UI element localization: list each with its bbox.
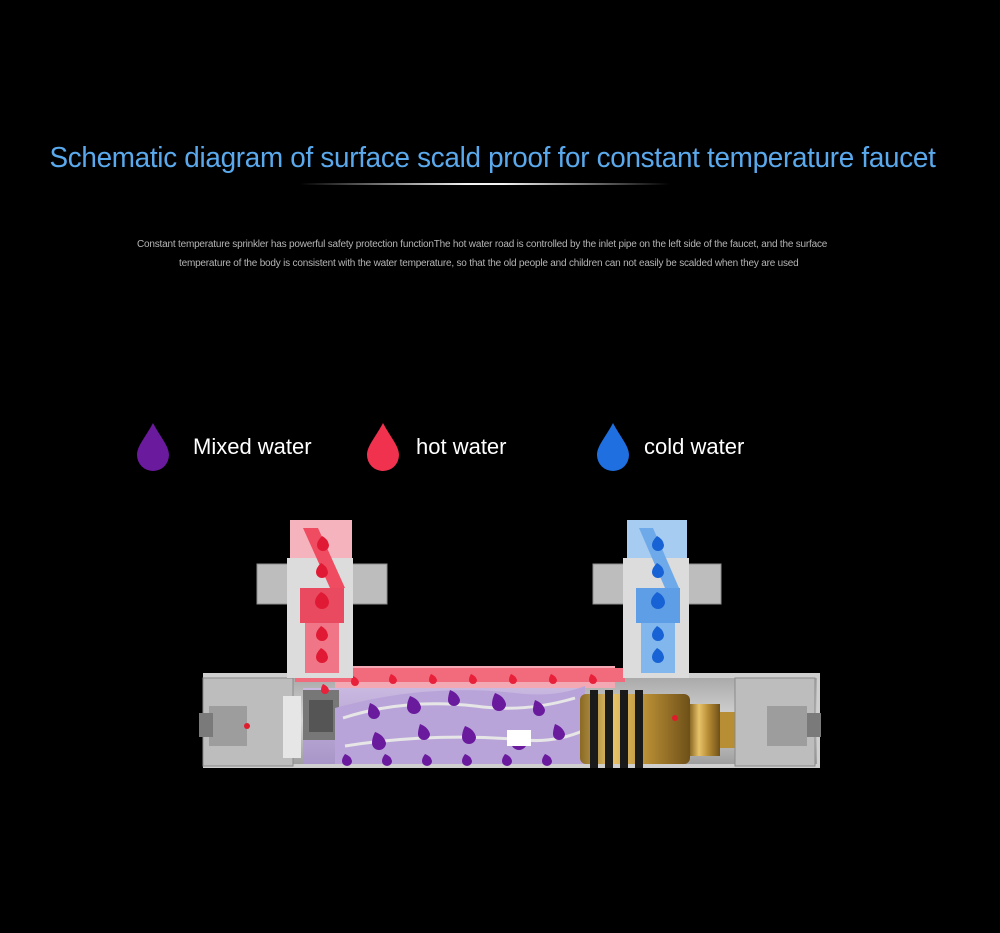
hot-water-channel [295,666,625,688]
title-underline [300,183,670,185]
description-line-1: Constant temperature sprinkler has power… [137,239,828,250]
mixing-chamber [303,686,586,764]
legend-label-hot: hot water [416,434,507,459]
legend-label-mixed: Mixed water [193,434,312,459]
thermostatic-cartridge [580,690,764,768]
mixing-highlight [507,730,531,746]
left-end-cap [199,677,301,767]
water-drop-icon [137,423,169,471]
water-drop-icon [597,423,629,471]
description-line-2: temperature of the body is consistent wi… [179,258,799,269]
legend-item-cold: cold water [595,420,775,476]
legend-item-hot: hot water [365,420,545,476]
legend-item-mixed: Mixed water [135,420,335,476]
page-title: Schematic diagram of surface scald proof… [49,142,936,174]
right-end-cap [734,677,821,767]
legend-label-cold: cold water [644,434,745,459]
hot-water-inlet [256,520,388,678]
cold-water-inlet [592,520,722,678]
faucet-cross-section-diagram [199,520,821,768]
water-drop-icon [367,423,399,471]
hot-water-drops [321,674,597,694]
